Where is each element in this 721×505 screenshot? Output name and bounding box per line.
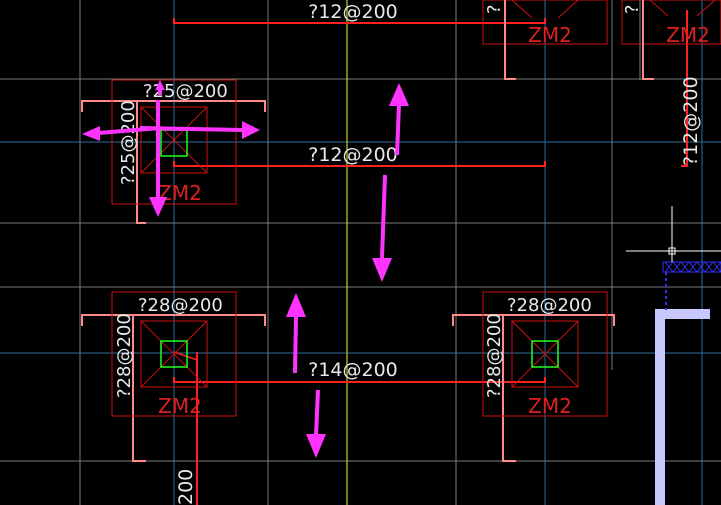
pile-bottom-right[interactable] [452, 291, 615, 462]
label-pile-bottom-left: ZM2 [158, 394, 202, 418]
label-pile-top-left-h: ?25@200 [143, 81, 228, 102]
pile-cap-diagonals [140, 320, 208, 388]
label-pile-top-left: ZM2 [158, 181, 202, 205]
label-pile-top-left-v: ?25@200 [118, 100, 139, 185]
rebar-hook [173, 351, 198, 361]
column-square [531, 340, 559, 368]
label-top-span: ?12@200 [308, 1, 398, 23]
pile-cap-outline-h [81, 100, 266, 112]
rebar-top-span[interactable] [173, 18, 546, 24]
wall-element[interactable] [655, 261, 721, 505]
pile-cap-outer [482, 0, 608, 45]
pile-cap-inner [511, 320, 579, 388]
pile-cap-outline-v [132, 315, 146, 462]
rebar-lines [173, 10, 688, 505]
pile-labels: ZM2 ZM2 ZM2 ZM2 ZM2 [158, 23, 710, 418]
pile-cap-outer [111, 79, 237, 205]
magenta-arrow-icon [306, 389, 326, 458]
pile-cap-outline-h [452, 314, 615, 326]
label-pile-top-mid: ZM2 [528, 23, 572, 47]
magenta-arrow-icon [155, 80, 165, 95]
pile-top-mid[interactable] [482, 0, 608, 80]
label-right-vertical: ?12@200 [680, 76, 702, 166]
rebar-right-vertical[interactable] [681, 10, 688, 167]
wall-hatch [664, 261, 721, 273]
pile-bottom-left[interactable] [81, 291, 266, 462]
pile-cap-diagonals [649, 0, 716, 17]
magenta-arrow-icon [389, 83, 409, 156]
annotation-arrows [82, 80, 409, 458]
pile-top-right[interactable] [621, 0, 721, 80]
magenta-arrow-icon [286, 293, 306, 374]
label-bottom-span: ?14@200 [308, 359, 398, 381]
pile-cap-outline-v [136, 101, 146, 224]
rebar-middle-span[interactable] [173, 161, 546, 167]
rebar-labels: ?12@200 ?12@200 ?14@200 ?12@200 200 ?25@… [114, 1, 702, 505]
pile-cap-inner [140, 106, 208, 174]
label-pile-bottom-right-v: ?28@200 [484, 313, 505, 398]
pile-cap-inner [140, 320, 208, 388]
magenta-arrow-icon [149, 100, 167, 217]
wall-hatch-frame [662, 261, 721, 273]
label-pile-top-mid-v: ? [484, 4, 505, 14]
pile-cap-outline-v [642, 0, 654, 80]
pile-cap-outline-h [81, 314, 266, 326]
pile-cap-outline-v [502, 315, 516, 462]
label-pile-bottom-left-v: ?28@200 [114, 313, 135, 398]
pile-cap-diagonals [140, 106, 208, 174]
column-square [160, 340, 188, 368]
label-left-bottom-vertical: 200 [175, 469, 197, 505]
magenta-arrow-icon [372, 174, 392, 282]
label-pile-bottom-right-h: ?28@200 [507, 295, 592, 316]
label-middle-span: ?12@200 [308, 144, 398, 166]
pile-cap-outer [621, 0, 721, 45]
pile-top-left[interactable] [81, 79, 266, 224]
label-pile-bottom-left-h: ?28@200 [138, 295, 223, 316]
label-pile-top-right-v: ? [622, 4, 643, 14]
pile-cap-diagonals [511, 320, 579, 388]
crosshair-cursor-icon [626, 206, 721, 262]
label-pile-top-right: ZM2 [666, 23, 710, 47]
pile-cap-outer [111, 291, 237, 417]
pile-cap-outer [482, 291, 608, 417]
pile-cap-diagonals [511, 0, 579, 19]
label-pile-bottom-right: ZM2 [528, 394, 572, 418]
rebar-bottom-span[interactable] [173, 377, 546, 383]
wall-outline [655, 309, 710, 505]
pile-cap-outline-v [504, 0, 516, 80]
